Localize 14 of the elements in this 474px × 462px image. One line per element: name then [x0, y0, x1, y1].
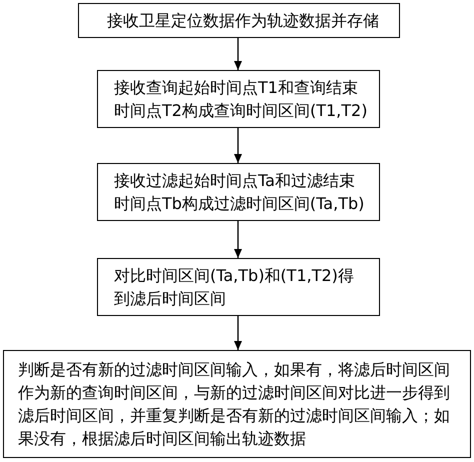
- process-box: [97, 163, 380, 221]
- process-box: [3, 350, 471, 458]
- process-box: [97, 258, 380, 316]
- process-box: [97, 70, 380, 128]
- process-box: [78, 3, 400, 38]
- arrow: [234, 316, 242, 350]
- step-text: 接收过滤起始时间点Ta和过滤结束时间点Tb构成过滤时间区间(Ta,Tb): [114, 170, 366, 215]
- arrow: [234, 221, 242, 258]
- step-text: 判断是否有新的过滤时间区间输入，如果有，将滤后时间区间作为新的查询时间区间，与新的过滤时间区间对比进一步得到滤后时间区间，并重复判断是否有新的过滤时间区间输入；如果没有，根据滤后时间区间输出轨迹数据: [18, 359, 451, 450]
- step-text: 接收查询起始时间点T1和查询结束时间点T2构成查询时间区间(T1,T2): [114, 77, 368, 122]
- step-text: 接收卫星定位数据作为轨迹数据并存储: [107, 10, 379, 32]
- arrow: [234, 38, 242, 70]
- step-text: 对比时间区间(Ta,Tb)和(T1,T2)得到滤后时间区间: [114, 265, 355, 310]
- arrow: [234, 128, 242, 163]
